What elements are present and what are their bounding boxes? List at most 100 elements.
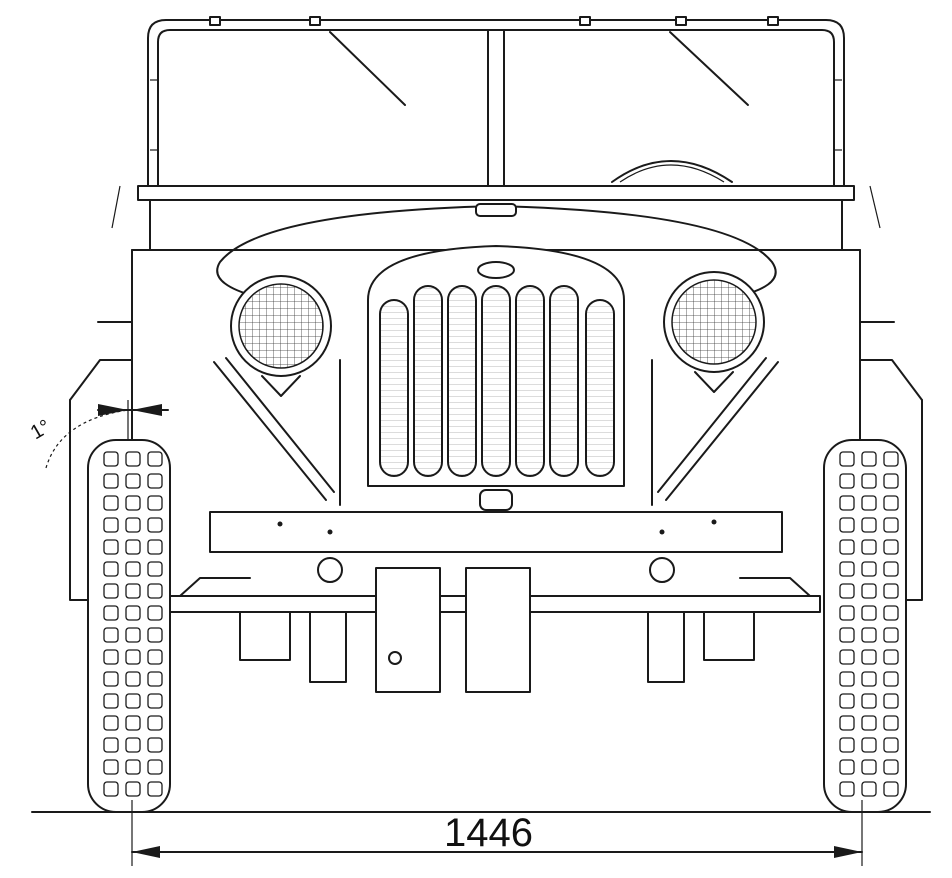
tread-block — [861, 605, 877, 621]
tread-block — [125, 671, 141, 687]
tread-block — [839, 649, 855, 665]
steering-wheel — [611, 160, 733, 183]
tread-block — [839, 781, 855, 797]
tread-block — [125, 781, 141, 797]
tread-block — [147, 671, 163, 687]
tread-block — [839, 517, 855, 533]
hood-emblem — [477, 261, 515, 279]
tread-block — [883, 495, 899, 511]
tread-block — [103, 517, 119, 533]
tread-block — [883, 671, 899, 687]
tread-block — [839, 693, 855, 709]
tread-block — [125, 649, 141, 665]
tread-block — [883, 693, 899, 709]
tread-block — [147, 473, 163, 489]
tread-block — [147, 627, 163, 643]
tread-block — [883, 583, 899, 599]
tread-block — [147, 781, 163, 797]
tread-block — [103, 781, 119, 797]
tread-block — [125, 693, 141, 709]
tread-block — [103, 737, 119, 753]
tread-block — [839, 671, 855, 687]
tread-block — [125, 451, 141, 467]
tread-block — [103, 671, 119, 687]
left-headlight — [230, 275, 332, 397]
tread-block — [883, 737, 899, 753]
tread-block — [861, 473, 877, 489]
tread-block — [103, 627, 119, 643]
left-tire — [87, 439, 171, 813]
tread-block — [103, 759, 119, 775]
tread-block — [103, 495, 119, 511]
grille-slat — [447, 285, 477, 477]
tread-block — [839, 605, 855, 621]
tread-block — [883, 451, 899, 467]
tread-block — [861, 693, 877, 709]
tread-block — [839, 737, 855, 753]
tread-block — [147, 715, 163, 731]
tread-block — [861, 451, 877, 467]
tread-block — [125, 737, 141, 753]
tread-block — [125, 539, 141, 555]
grille-slat — [413, 285, 443, 477]
tread-block — [883, 517, 899, 533]
tread-block — [883, 715, 899, 731]
tread-block — [125, 561, 141, 577]
tread-block — [861, 495, 877, 511]
grille-slat — [379, 299, 409, 477]
tread-block — [103, 473, 119, 489]
tread-block — [883, 627, 899, 643]
tread-block — [147, 451, 163, 467]
grille-slat — [585, 299, 615, 477]
track-width-dimension: 1446 — [131, 800, 863, 866]
tread-block — [883, 605, 899, 621]
tread-block — [861, 627, 877, 643]
tread-block — [861, 517, 877, 533]
windshield-frame — [147, 16, 845, 191]
right-wiper — [669, 31, 749, 106]
tread-block — [147, 517, 163, 533]
tread-block — [103, 605, 119, 621]
tread-block — [125, 627, 141, 643]
tread-block — [147, 583, 163, 599]
tread-block — [103, 451, 119, 467]
tread-block — [883, 649, 899, 665]
tread-block — [147, 693, 163, 709]
tread-block — [103, 583, 119, 599]
tread-block — [839, 473, 855, 489]
left-wiper — [329, 31, 406, 106]
tread-block — [839, 539, 855, 555]
tread-block — [103, 693, 119, 709]
tread-block — [861, 671, 877, 687]
right-tire — [823, 439, 907, 813]
tread-block — [861, 561, 877, 577]
tread-block — [839, 561, 855, 577]
tread-block — [147, 539, 163, 555]
tread-block — [125, 759, 141, 775]
tread-block — [125, 495, 141, 511]
tread-block — [125, 605, 141, 621]
camber-angle-label: 1° — [27, 416, 55, 445]
tread-block — [883, 539, 899, 555]
track-width-label: 1446 — [444, 811, 533, 855]
tread-block — [839, 451, 855, 467]
right-headlight — [663, 271, 765, 393]
tread-block — [883, 759, 899, 775]
tread-block — [839, 583, 855, 599]
tread-block — [839, 715, 855, 731]
tread-block — [147, 737, 163, 753]
tread-block — [147, 649, 163, 665]
front-bumper — [209, 489, 783, 553]
tread-block — [861, 759, 877, 775]
tread-block — [883, 781, 899, 797]
tread-block — [103, 561, 119, 577]
tread-block — [861, 737, 877, 753]
tread-block — [147, 605, 163, 621]
tread-block — [125, 715, 141, 731]
tread-block — [103, 649, 119, 665]
tread-block — [147, 495, 163, 511]
cowl — [111, 185, 881, 251]
tread-block — [147, 561, 163, 577]
tread-block — [147, 759, 163, 775]
front-axle — [169, 557, 821, 693]
